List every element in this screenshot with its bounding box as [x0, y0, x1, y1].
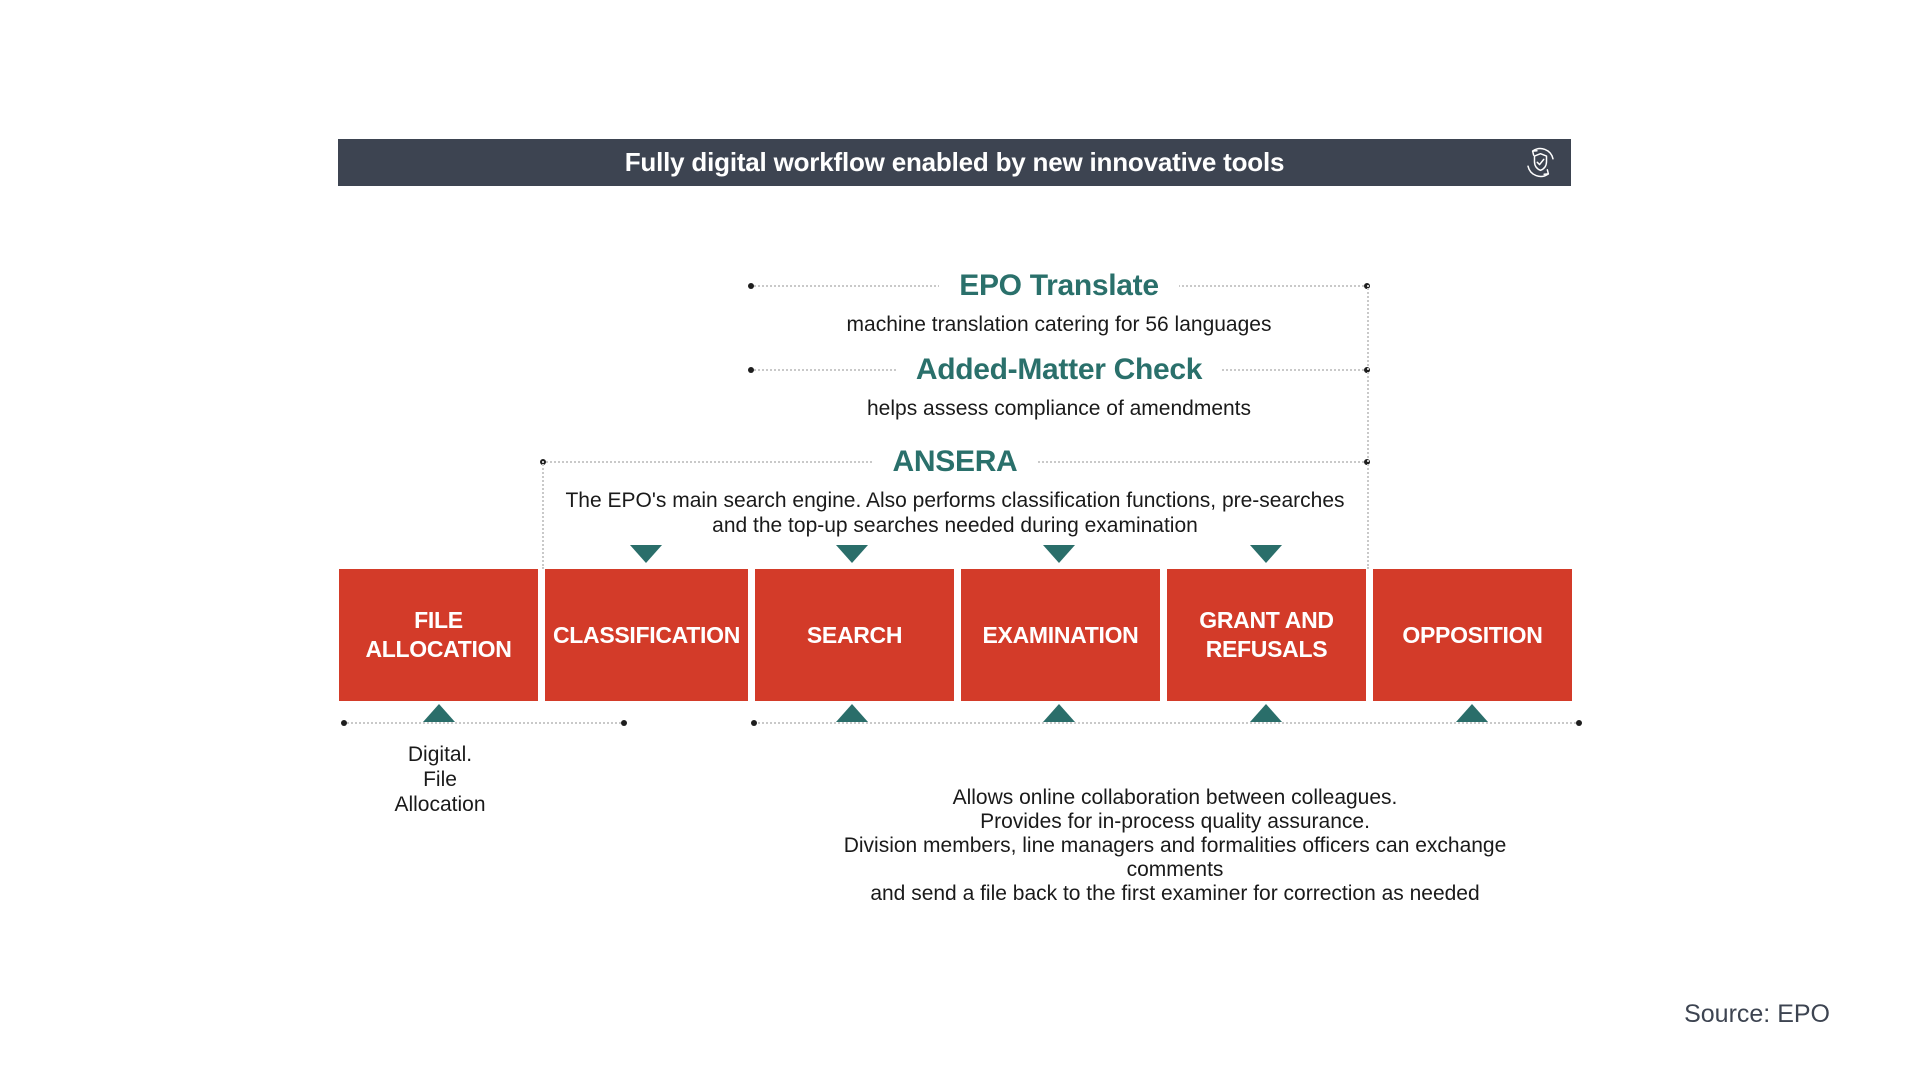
- arrow-up-icon: [423, 704, 455, 722]
- caption-line: Allocation: [394, 793, 486, 816]
- arrow-up-icon: [1043, 704, 1075, 722]
- arrow-up-icon: [1250, 704, 1282, 722]
- shield-check-refresh-icon: [1522, 144, 1559, 181]
- source-attribution: Source: EPO: [1684, 1000, 1830, 1028]
- workflow-stages-row: FILE ALLOCATION CLASSIFICATION SEARCH EX…: [339, 569, 1572, 701]
- arrow-down-icon: [630, 545, 662, 563]
- stage-examination: EXAMINATION: [961, 569, 1160, 701]
- tool-title: ANSERA: [872, 444, 1038, 480]
- tool-connector-row: ANSERA: [540, 444, 1370, 480]
- header-title: Fully digital workflow enabled by new in…: [624, 147, 1285, 177]
- stage-file-allocation: FILE ALLOCATION: [339, 569, 538, 701]
- tool-ansera: ANSERA The EPO's main search engine. Als…: [540, 444, 1370, 538]
- stage-search: SEARCH: [755, 569, 955, 701]
- stage-grant-and-refusals: GRANT AND REFUSALS: [1167, 569, 1366, 701]
- tool-description: helps assess compliance of amendments: [866, 397, 1252, 420]
- caption-line: File: [423, 768, 457, 791]
- stage-classification: CLASSIFICATION: [544, 569, 749, 701]
- arrow-up-icon: [836, 704, 868, 722]
- tool-title: EPO Translate: [939, 268, 1179, 304]
- dotted-connector-line-bottom-right: [751, 720, 1582, 726]
- caption-line: Provides for in-process quality assuranc…: [980, 810, 1370, 833]
- tool-description: machine translation catering for 56 lang…: [846, 313, 1272, 336]
- stage-opposition: OPPOSITION: [1372, 569, 1572, 701]
- header-bar: Fully digital workflow enabled by new in…: [338, 139, 1571, 186]
- tool-description-line: and the top-up searches needed during ex…: [712, 514, 1198, 537]
- caption-line: Allows online collaboration between coll…: [952, 786, 1398, 809]
- tool-epo-translate: EPO Translate machine translation cateri…: [748, 268, 1370, 337]
- arrow-down-icon: [836, 545, 868, 563]
- tool-title: Added-Matter Check: [895, 352, 1223, 388]
- caption-line: Division members, line managers and form…: [843, 834, 1507, 881]
- caption-line: and send a file back to the first examin…: [870, 882, 1480, 905]
- arrow-up-icon: [1456, 704, 1488, 722]
- dotted-connector-line-bottom-left: [341, 720, 627, 726]
- arrow-down-icon: [1250, 545, 1282, 563]
- arrow-down-icon: [1043, 545, 1075, 563]
- caption-line: Digital.: [407, 743, 473, 766]
- vertical-connector-right: [1367, 285, 1369, 569]
- tool-connector-row: EPO Translate: [748, 268, 1370, 304]
- tool-description: The EPO's main search engine. Also perfo…: [542, 488, 1368, 538]
- tool-connector-row: Added-Matter Check: [748, 352, 1370, 388]
- collaboration-caption: Allows online collaboration between coll…: [805, 786, 1545, 906]
- vertical-connector-left: [542, 461, 544, 569]
- digital-file-allocation-caption: Digital. File Allocation: [339, 742, 541, 817]
- tool-added-matter-check: Added-Matter Check helps assess complian…: [748, 352, 1370, 421]
- tool-description-line: The EPO's main search engine. Also perfo…: [565, 489, 1345, 512]
